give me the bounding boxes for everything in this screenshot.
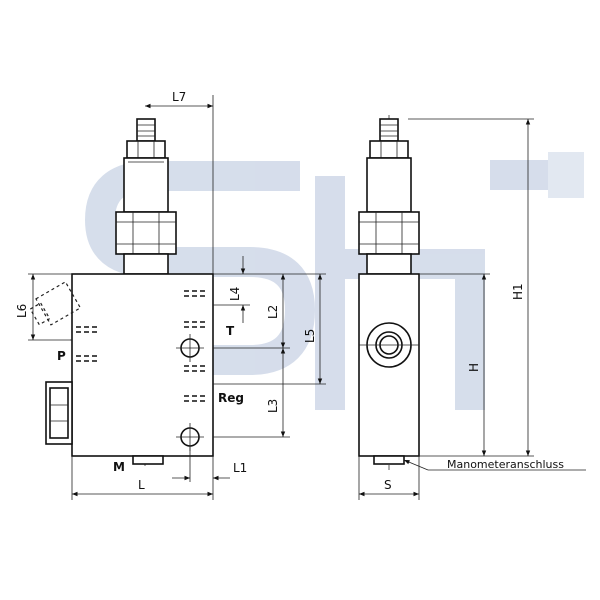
- lock-nut: [126, 140, 166, 159]
- port-label-reg: Reg: [218, 391, 244, 405]
- valve-block: [71, 273, 214, 457]
- port-label-m: M: [113, 460, 125, 474]
- dim-h: H: [467, 363, 481, 372]
- side-cartridge-upper: [366, 157, 412, 213]
- side-adjust-stem: [379, 118, 399, 142]
- side-gauge-plug: [373, 455, 405, 465]
- cartridge-hex: [115, 211, 177, 255]
- dim-l6: L6: [15, 304, 29, 318]
- dim-l4: L4: [228, 287, 242, 301]
- gauge-port-annotation: Manometeranschluss: [447, 458, 564, 471]
- side-lock-nut: [369, 140, 409, 159]
- side-view: [358, 115, 420, 470]
- adjust-stem: [136, 118, 156, 142]
- dim-l7: L7: [172, 90, 186, 104]
- thread-markers: [76, 290, 205, 402]
- side-dimensions: H H1 S Manometeranschluss: [358, 118, 586, 500]
- dim-s: S: [384, 478, 392, 492]
- front-dimensions: L7 L6 L4 L2 L5 L3 L L1: [15, 90, 326, 500]
- dim-h1: H1: [511, 283, 525, 300]
- cartridge-upper: [123, 157, 169, 213]
- dim-l5: L5: [303, 329, 317, 343]
- front-view: T P Reg M: [29, 118, 244, 474]
- dim-l2: L2: [266, 305, 280, 319]
- dim-l1: L1: [233, 461, 247, 475]
- side-cartridge-hex: [358, 211, 420, 255]
- dim-l: L: [138, 478, 145, 492]
- dim-l3: L3: [266, 399, 280, 413]
- cartridge-neck: [123, 253, 169, 275]
- port-label-t: T: [226, 324, 235, 338]
- port-m-plug: [132, 455, 164, 465]
- port-label-p: P: [57, 349, 66, 363]
- side-valve-block: [358, 273, 420, 457]
- side-cartridge-neck: [366, 253, 412, 275]
